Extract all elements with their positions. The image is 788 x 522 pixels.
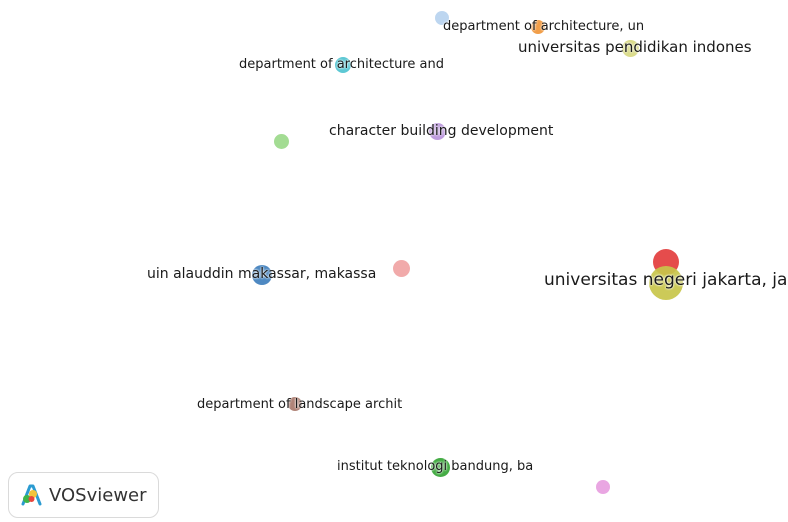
- network-node[interactable]: [435, 11, 449, 25]
- network-node[interactable]: [335, 57, 351, 73]
- network-node[interactable]: [288, 397, 302, 411]
- network-node[interactable]: [531, 20, 545, 34]
- network-node[interactable]: [252, 265, 272, 285]
- network-node[interactable]: [393, 260, 410, 277]
- node-label[interactable]: universitas negeri jakarta, ja: [544, 270, 788, 290]
- node-label[interactable]: department of landscape archit: [197, 397, 403, 412]
- vosviewer-brand[interactable]: VOSviewer: [8, 472, 159, 518]
- network-node[interactable]: [649, 266, 683, 300]
- brand-name: VOSviewer: [49, 484, 147, 506]
- node-label[interactable]: universitas pendidikan indones: [518, 38, 752, 56]
- node-label[interactable]: character building development: [329, 123, 554, 139]
- network-node[interactable]: [429, 123, 446, 140]
- network-node[interactable]: [622, 40, 639, 57]
- network-node[interactable]: [431, 458, 450, 477]
- node-label[interactable]: department of architecture and: [239, 57, 444, 72]
- vosviewer-logo-icon: [21, 484, 42, 506]
- node-label[interactable]: institut teknologi bandung, ba: [337, 459, 534, 474]
- network-node[interactable]: [596, 480, 610, 494]
- node-label[interactable]: uin alauddin makassar, makassa: [147, 266, 377, 282]
- network-node[interactable]: [274, 134, 289, 149]
- node-label[interactable]: department of architecture, un: [443, 19, 645, 34]
